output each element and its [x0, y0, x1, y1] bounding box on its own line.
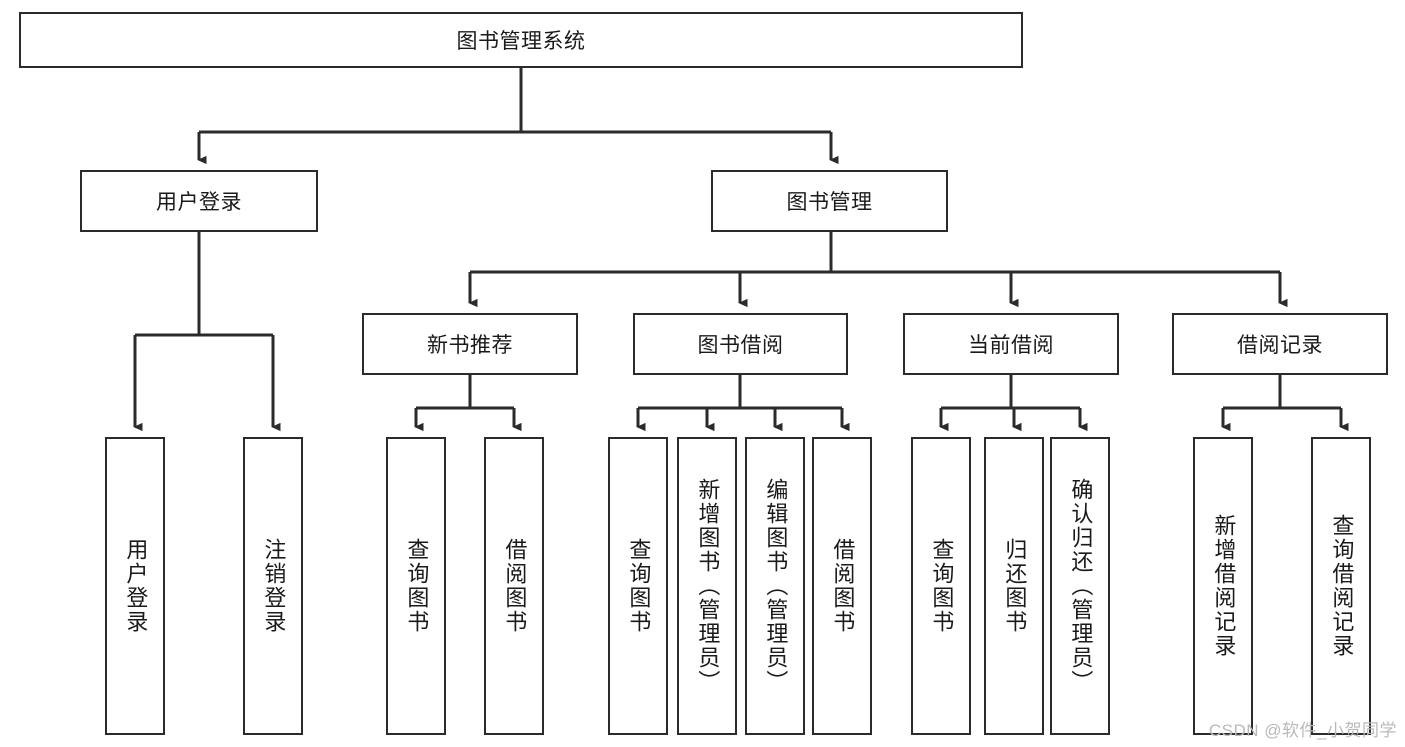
node-new-book-rec[interactable]: 新书推荐 [362, 313, 578, 375]
node-user-login[interactable]: 用户登录 [80, 170, 318, 232]
node-label: 新增图书（管理员） [695, 478, 721, 694]
node-label: 查询图书 [626, 538, 652, 634]
node-label: 借阅图书 [830, 538, 856, 634]
watermark: CSDN @软件_小贺同学 [1208, 721, 1397, 740]
node-label: 查询借阅记录 [1329, 514, 1355, 658]
node-leaf-query-book-1[interactable]: 查询图书 [386, 437, 446, 735]
node-leaf-edit-book[interactable]: 编辑图书（管理员） [745, 437, 805, 735]
node-root[interactable]: 图书管理系统 [19, 12, 1023, 68]
node-label: 用户登录 [156, 191, 242, 214]
node-label: 图书借阅 [697, 334, 784, 357]
node-leaf-confirm-return[interactable]: 确认归还（管理员） [1050, 437, 1110, 735]
node-label: 图书管理系统 [456, 30, 586, 53]
node-leaf-borrow-book-2[interactable]: 借阅图书 [812, 437, 872, 735]
node-leaf-query-book-3[interactable]: 查询图书 [911, 437, 971, 735]
node-label: 当前借阅 [968, 334, 1054, 357]
node-current-borrow[interactable]: 当前借阅 [903, 313, 1119, 375]
node-leaf-query-record[interactable]: 查询借阅记录 [1311, 437, 1371, 735]
node-label: 确认归还（管理员） [1068, 478, 1094, 694]
node-leaf-return-book[interactable]: 归还图书 [984, 437, 1044, 735]
node-label: 新书推荐 [427, 334, 513, 357]
node-label: 新增借阅记录 [1211, 514, 1237, 658]
node-label: 编辑图书（管理员） [763, 478, 789, 694]
node-leaf-borrow-book-1[interactable]: 借阅图书 [484, 437, 544, 735]
node-leaf-add-record[interactable]: 新增借阅记录 [1193, 437, 1253, 735]
node-borrow-record[interactable]: 借阅记录 [1172, 313, 1388, 375]
node-book-borrow[interactable]: 图书借阅 [633, 313, 848, 375]
node-leaf-user-login[interactable]: 用户登录 [105, 437, 165, 735]
node-label: 借阅图书 [502, 538, 528, 634]
node-label: 查询图书 [404, 538, 430, 634]
node-book-manage[interactable]: 图书管理 [711, 170, 948, 232]
node-label: 借阅记录 [1237, 334, 1323, 357]
node-label: 查询图书 [929, 538, 955, 634]
node-leaf-user-logout[interactable]: 注销登录 [243, 437, 303, 735]
node-leaf-query-book-2[interactable]: 查询图书 [608, 437, 668, 735]
node-label: 注销登录 [261, 538, 287, 634]
node-label: 图书管理 [786, 191, 873, 214]
node-label: 用户登录 [123, 538, 149, 634]
node-label: 归还图书 [1002, 538, 1028, 634]
node-leaf-add-book[interactable]: 新增图书（管理员） [677, 437, 737, 735]
